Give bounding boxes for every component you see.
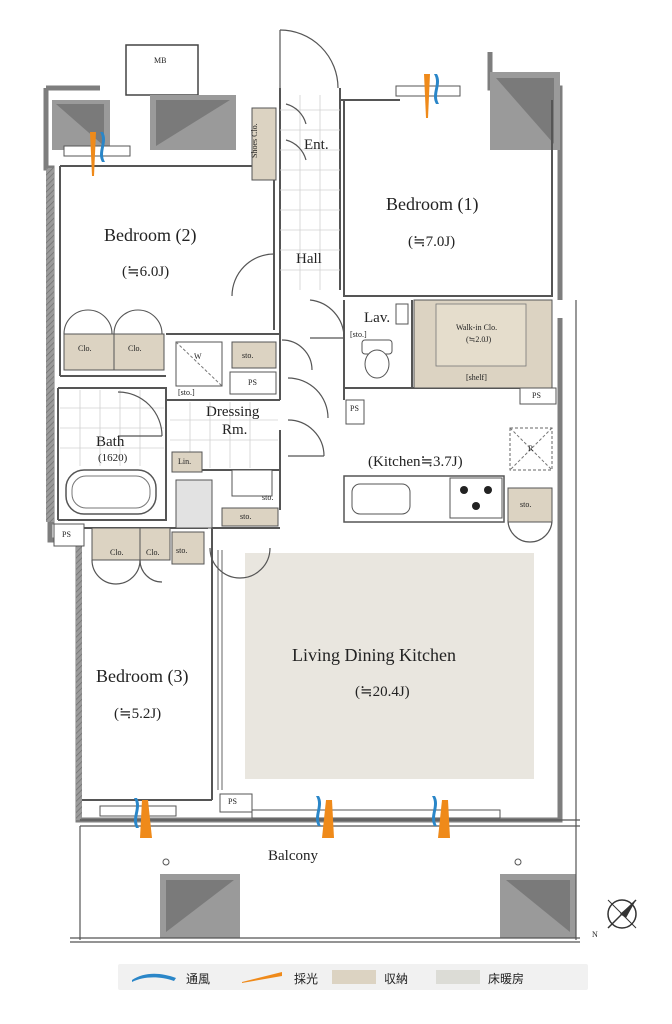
fridge-space bbox=[509, 427, 553, 471]
ps-boxes bbox=[53, 371, 557, 813]
clo-label-1: Clo. bbox=[78, 344, 92, 353]
bedroom1-size: (≒7.0J) bbox=[408, 234, 456, 250]
walkin-size: (≒2.0J) bbox=[466, 335, 492, 344]
dressing-name: Dressing bbox=[206, 404, 260, 420]
wall-strip-left bbox=[46, 168, 54, 522]
toilet-bowl bbox=[364, 349, 390, 379]
ps-label-2: PS bbox=[350, 404, 359, 413]
clo-label-3: Clo. bbox=[110, 548, 124, 557]
ldk-size: (≒20.4J) bbox=[355, 684, 410, 700]
sto-label-3: sto. bbox=[240, 512, 252, 521]
linen-label: Lin. bbox=[178, 457, 192, 466]
lav-name: Lav. bbox=[364, 310, 391, 326]
bedroom1-name: Bedroom (1) bbox=[386, 194, 479, 214]
washer-label: W bbox=[194, 352, 202, 361]
bedroom2-name: Bedroom (2) bbox=[104, 225, 197, 245]
dressing-fixture bbox=[175, 479, 213, 529]
mb-label: MB bbox=[154, 56, 167, 65]
wall-strip-bottom-left bbox=[76, 540, 82, 820]
compass-north: N bbox=[592, 930, 598, 939]
column-top-left-inner bbox=[156, 100, 230, 146]
daylight-markers bbox=[90, 74, 450, 838]
washer-diagonal bbox=[175, 341, 223, 387]
bath-name: Bath bbox=[96, 434, 125, 450]
ps-label-1: PS bbox=[248, 378, 257, 387]
ldk-name: Living Dining Kitchen bbox=[292, 645, 456, 665]
sto-label-2: sto. bbox=[176, 546, 188, 555]
legend-floor-heating: 床暖房 bbox=[488, 972, 525, 986]
basin bbox=[395, 303, 409, 325]
bedroom2-size: (≒6.0J) bbox=[122, 264, 170, 280]
door-swings bbox=[91, 29, 553, 585]
sto-label-5: sto. bbox=[262, 493, 274, 502]
kitchen-label: (Kitchen≒3.7J) bbox=[368, 454, 463, 470]
clo-label-2: Clo. bbox=[128, 344, 142, 353]
column-bottom-left-inner bbox=[166, 880, 234, 932]
hall-name: Hall bbox=[296, 251, 322, 267]
kitchen-sink bbox=[351, 483, 411, 515]
ps-label-4: PS bbox=[62, 530, 71, 539]
sto-label-4: sto. bbox=[520, 500, 532, 509]
fridge-label: R bbox=[528, 444, 534, 453]
closet-doors bbox=[63, 309, 163, 335]
compass bbox=[607, 899, 637, 929]
ps-label-5: PS bbox=[228, 797, 237, 806]
sto-bracket-lav: [sto.] bbox=[350, 330, 367, 339]
bathtub-inner bbox=[71, 475, 151, 509]
sto-bracket-dressing: [sto.] bbox=[178, 388, 195, 397]
legend-daylight-swatch bbox=[242, 972, 282, 983]
bath-size: (1620) bbox=[98, 452, 128, 464]
legend-storage-swatch bbox=[332, 970, 376, 984]
legend-daylight: 採光 bbox=[294, 972, 319, 986]
column-bottom-right-inner bbox=[506, 880, 570, 932]
entrance-name: Ent. bbox=[304, 137, 329, 153]
cooktop bbox=[449, 477, 503, 519]
mb-box bbox=[125, 44, 199, 96]
legend-storage: 収納 bbox=[384, 972, 409, 986]
floor-heating-area bbox=[245, 553, 534, 779]
dressing-vanity bbox=[231, 469, 273, 497]
balcony-drains bbox=[162, 858, 522, 866]
dressing-name2: Rm. bbox=[222, 422, 248, 438]
shelf-label: [shelf] bbox=[466, 373, 487, 382]
legend-floor-heating-swatch bbox=[436, 970, 480, 984]
column-top-right-inner bbox=[496, 78, 554, 144]
walkin-name: Walk-in Clo. bbox=[456, 323, 498, 332]
bedroom3-name: Bedroom (3) bbox=[96, 666, 189, 686]
legend-ventilation: 通風 bbox=[186, 972, 211, 986]
walkin-inner bbox=[435, 303, 527, 367]
shoes-closet-label: Shoes Clo. bbox=[250, 123, 259, 158]
bedroom3-size: (≒5.2J) bbox=[114, 706, 162, 722]
ps-label-3: PS bbox=[532, 391, 541, 400]
balcony-name: Balcony bbox=[268, 848, 318, 864]
ventilation-markers bbox=[100, 74, 439, 828]
legend: 通風 採光 収納 床暖房 bbox=[118, 964, 588, 990]
hall-tiles bbox=[60, 95, 340, 468]
burners bbox=[460, 486, 492, 510]
sto-label-1: sto. bbox=[242, 351, 254, 360]
legend-ventilation-swatch bbox=[132, 973, 176, 982]
clo-label-4: Clo. bbox=[146, 548, 160, 557]
